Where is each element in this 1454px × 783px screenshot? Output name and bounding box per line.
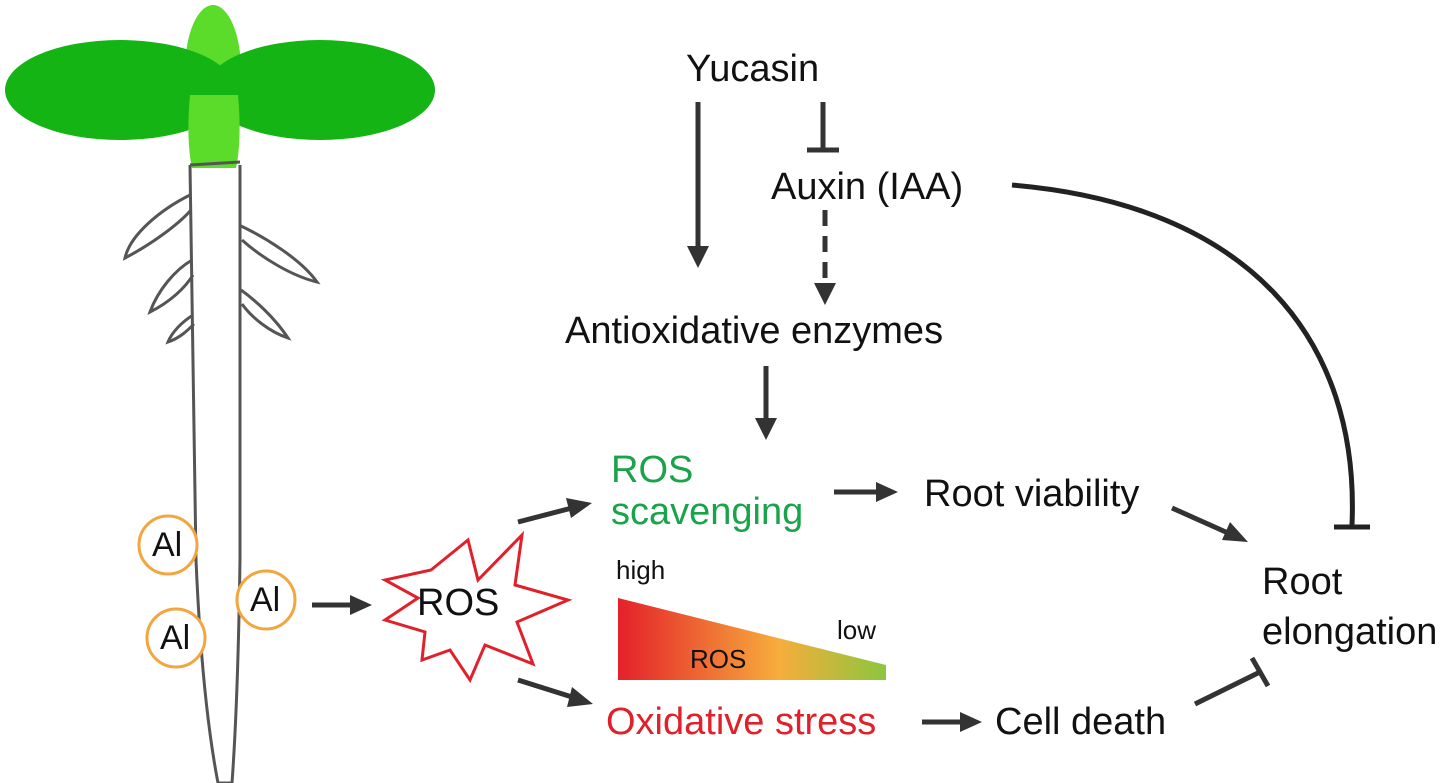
arrowhead <box>960 712 982 732</box>
arrow-viability-elongation <box>1170 505 1230 536</box>
left-cotyledon <box>5 40 235 140</box>
lateral-root <box>165 313 196 345</box>
lateral-root <box>147 258 195 316</box>
lateral-root <box>240 288 292 341</box>
auxin-label: Auxin (IAA) <box>771 166 964 208</box>
inhibit-auxin-elongation-curve <box>1011 182 1355 526</box>
arrow-ros-stress <box>517 677 573 700</box>
al-ring <box>235 569 297 631</box>
seedling-cotyledons <box>5 5 435 168</box>
lateral-roots <box>122 193 321 345</box>
root-collar <box>189 160 241 167</box>
arrowhead <box>814 283 836 305</box>
arrows <box>312 102 1271 732</box>
arrowhead <box>566 498 592 518</box>
gradient-high-label: high <box>616 555 666 585</box>
gradient-ros-label: ROS <box>690 644 747 674</box>
root-elongation-label-line2: elongation <box>1262 611 1438 653</box>
inhibit-bar <box>1249 656 1271 688</box>
al-ring <box>137 514 199 576</box>
oxidative-stress-label: Oxidative stress <box>606 701 877 743</box>
ros-burst-star <box>380 530 573 684</box>
aluminum-ions <box>137 514 297 669</box>
right-cotyledon <box>205 40 435 140</box>
inhibit-celldeath-elongation <box>1193 669 1262 707</box>
arrowhead <box>876 482 898 502</box>
arrow-ros-scavenging <box>517 505 573 525</box>
root-elongation-label-line1: Root <box>1262 561 1343 603</box>
arrowhead <box>350 595 372 615</box>
ros-burst-label: ROS <box>417 582 500 624</box>
arrowhead <box>567 687 593 707</box>
ros-scavenging-label-line1: ROS <box>611 449 694 491</box>
ros-gradient-triangle <box>618 598 886 680</box>
al-label: Al <box>250 581 281 619</box>
al-label: Al <box>152 526 183 564</box>
arrowhead <box>1222 522 1248 542</box>
arrowhead <box>687 246 709 268</box>
lateral-root <box>122 193 193 261</box>
al-label: Al <box>160 619 191 657</box>
antioxidative-enzymes-label: Antioxidative enzymes <box>565 310 944 352</box>
gradient-low-label: low <box>837 615 877 645</box>
ros-scavenging-label-line2: scavenging <box>611 491 804 533</box>
arrowhead <box>755 418 777 440</box>
root-viability-label: Root viability <box>924 473 1140 515</box>
lateral-root <box>240 224 321 285</box>
yucasin-label: Yucasin <box>686 48 820 90</box>
cell-death-label: Cell death <box>995 701 1167 743</box>
main-root <box>188 164 242 783</box>
hypocotyl <box>188 95 240 168</box>
al-ring <box>145 607 207 669</box>
